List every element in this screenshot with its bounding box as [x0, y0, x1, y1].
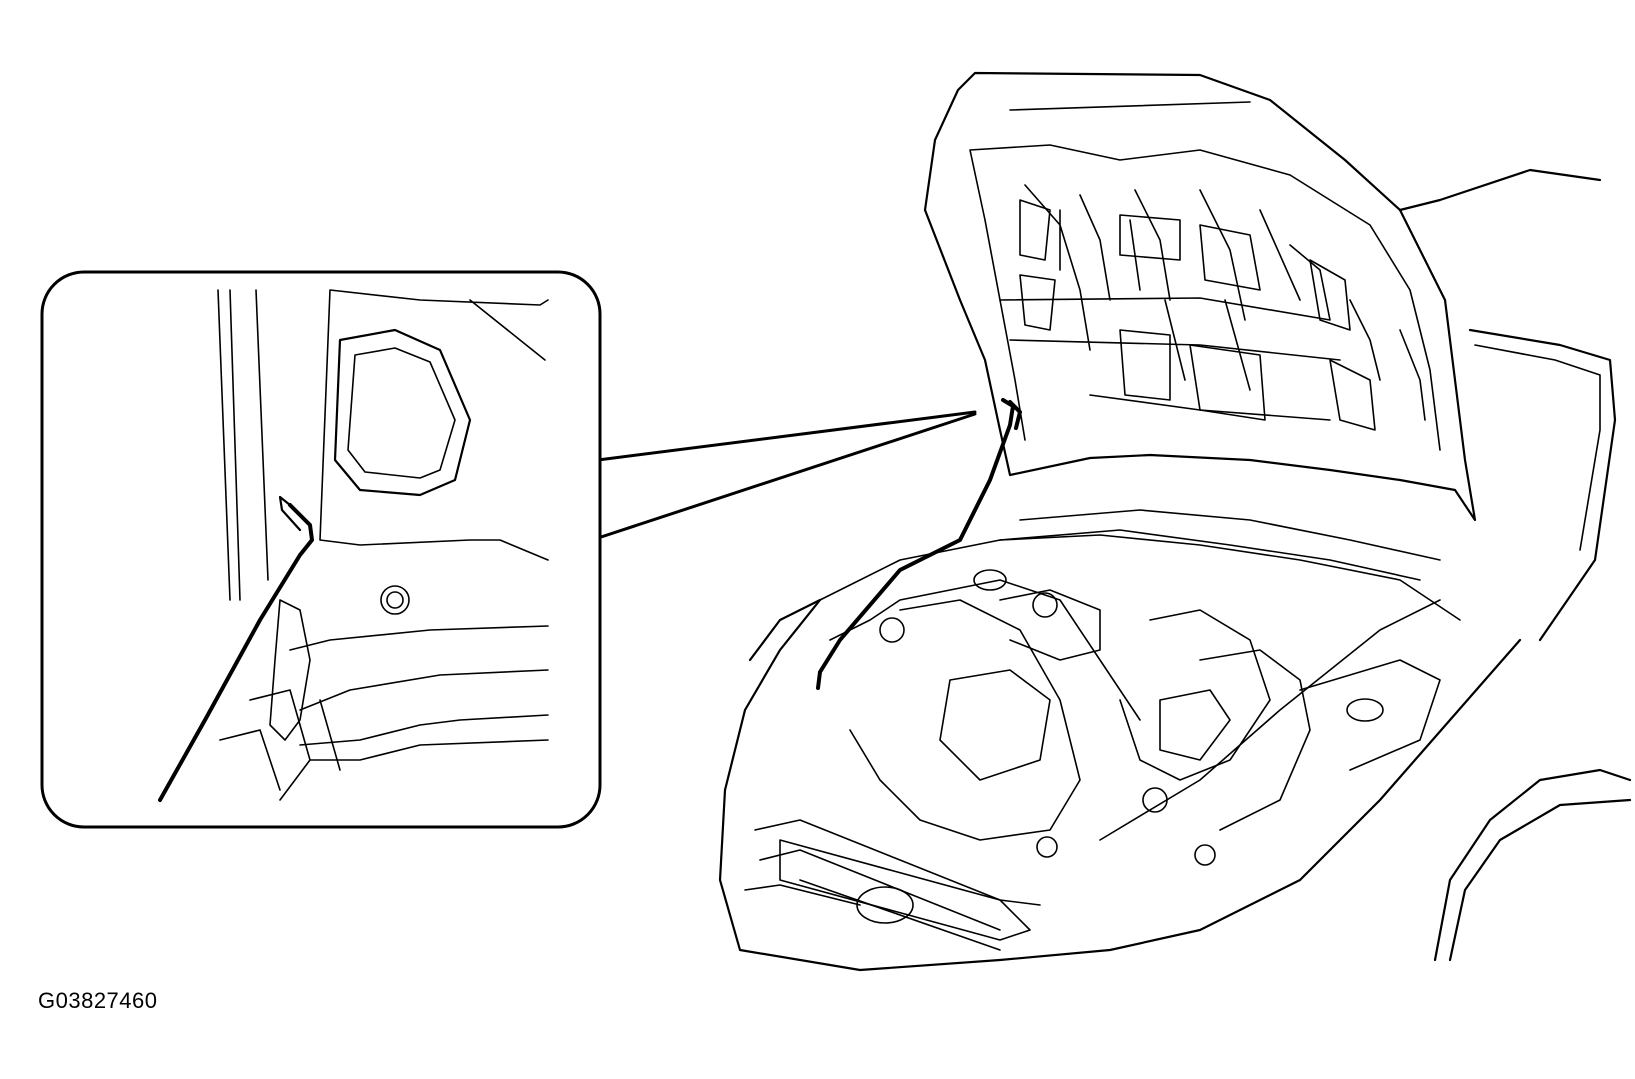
windshield — [1398, 168, 1617, 642]
engine-cap — [1346, 698, 1384, 722]
engine-cap — [879, 617, 905, 643]
inset-panel-cutout — [333, 328, 472, 497]
inset-hood-panel — [217, 289, 549, 601]
front-body — [718, 598, 1522, 972]
hood-inner-frame — [969, 144, 1441, 451]
vehicle-front-hood-open — [718, 71, 1632, 972]
inset-bracket — [269, 599, 311, 741]
wheel-arch — [1433, 768, 1632, 962]
fog-light — [856, 886, 914, 924]
inset-panel-cutout-inner — [347, 347, 456, 479]
callout-leader — [596, 410, 977, 540]
inset-body-lower — [219, 625, 549, 801]
engine-cap — [1036, 836, 1058, 858]
hood-support-rod — [816, 398, 1022, 690]
engine-cap — [1032, 592, 1058, 618]
inset-hole-inner — [386, 591, 404, 609]
inset-rod-hook — [278, 495, 302, 532]
windshield-inner — [1474, 344, 1601, 551]
inset-detail-view — [40, 270, 602, 829]
bumper-lines — [744, 819, 1041, 951]
inset-support-rod — [158, 503, 314, 802]
hood-outline — [923, 71, 1477, 522]
engine-cap — [973, 569, 1007, 591]
hood-ribs — [999, 101, 1426, 421]
grille — [779, 599, 1441, 941]
engine-cap — [1194, 844, 1216, 866]
cowl — [999, 509, 1441, 581]
figure-id-label: G03827460 — [38, 988, 158, 1013]
inset-hole — [380, 585, 410, 615]
engine-cap — [1142, 787, 1168, 813]
hood-cutouts — [1019, 199, 1376, 431]
engine-bay — [819, 534, 1461, 841]
